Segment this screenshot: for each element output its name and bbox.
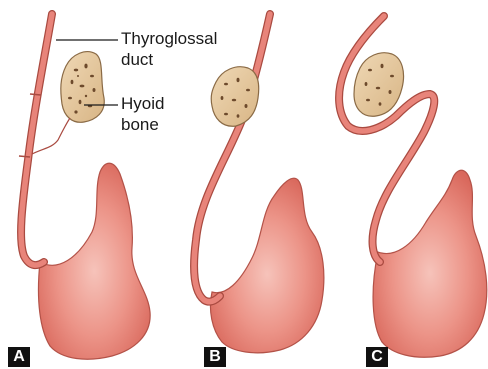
thyroglossal-duct-a-fill [21, 14, 52, 265]
panel-letter-a: A [8, 347, 30, 367]
hyoid-bone-b [211, 67, 258, 126]
panel-letter-b: B [204, 347, 226, 367]
panel-b [194, 14, 324, 353]
label-duct: duct [121, 50, 153, 70]
fibrous-thread [32, 118, 70, 154]
panel-c [339, 16, 487, 357]
label-thyroglossal: Thyroglossal [121, 29, 217, 49]
thyroid-gland-b [210, 178, 323, 353]
thyroid-gland-a [38, 163, 150, 359]
duct-segment-mark [19, 156, 30, 157]
label-hyoid: Hyoid [121, 94, 164, 114]
duct-segment-mark [30, 94, 41, 95]
panel-letter-c: C [366, 347, 388, 367]
label-bone: bone [121, 115, 159, 135]
hyoid-bone-c [354, 53, 404, 116]
thyroid-gland-c [373, 170, 487, 357]
